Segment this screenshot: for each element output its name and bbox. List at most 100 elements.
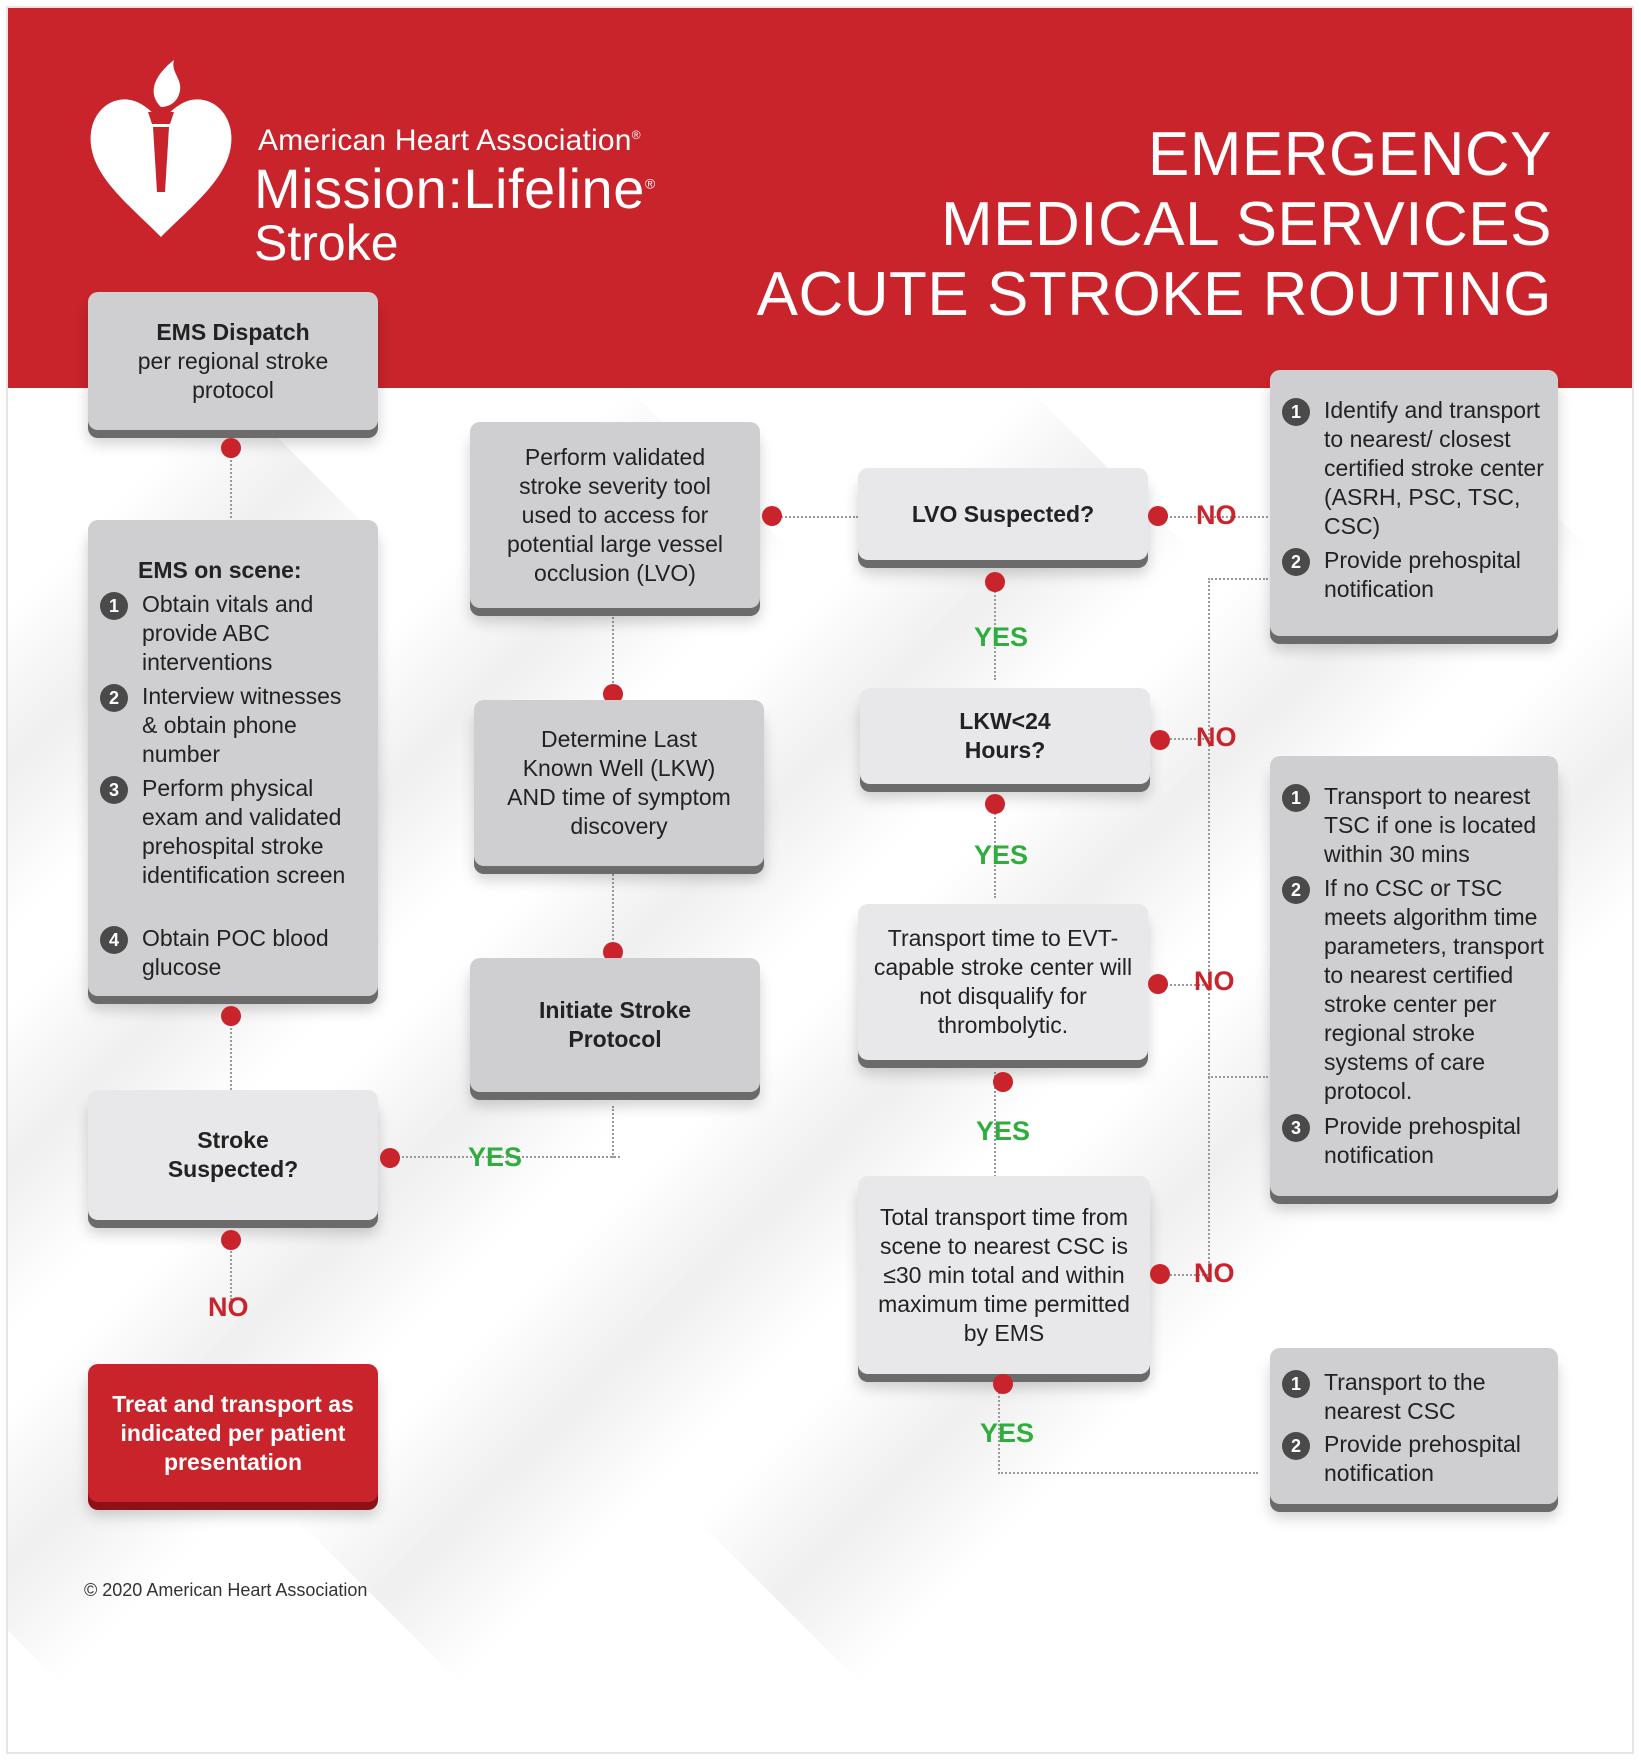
connector-dot — [221, 1230, 241, 1250]
connector — [1158, 984, 1208, 986]
connector — [390, 1156, 620, 1158]
number-badge: 3 — [100, 776, 128, 804]
severity-tool-box: Perform validated stroke severity tool u… — [470, 422, 760, 608]
treat-transport-box: Treat and transport as indicated per pat… — [88, 1364, 378, 1502]
frame: American Heart Association® Mission:Life… — [6, 6, 1634, 1754]
connector — [612, 614, 614, 694]
determine-lkw-text: Determine Last Known Well (LKW) AND time… — [507, 726, 731, 839]
yes-label: YES — [976, 1116, 1031, 1146]
yes-label: YES — [980, 1418, 1035, 1448]
connector — [1208, 578, 1268, 580]
connector-dot — [603, 942, 623, 962]
list-item-text: Obtain POC blood glucose — [142, 925, 329, 980]
stroke-suspected-box: Stroke Suspected? — [88, 1090, 378, 1220]
ems-dispatch-title: EMS Dispatch — [156, 318, 310, 345]
transport-time-box: Transport time to EVT-capable stroke cen… — [858, 904, 1148, 1060]
severity-tool-text: Perform validated stroke severity tool u… — [506, 443, 724, 586]
no-label: NO — [1194, 966, 1235, 996]
connector — [612, 874, 614, 944]
yes-label: YES — [468, 1142, 523, 1172]
heart-torch-logo — [90, 60, 232, 238]
initiate-protocol-box: Initiate Stroke Protocol — [470, 958, 760, 1092]
right-mid-box: 1 Transport to nearest TSC if one is loc… — [1270, 756, 1558, 1196]
connector-dot — [380, 1148, 400, 1168]
connector — [230, 1240, 232, 1300]
total-transport-text: Total transport time from scene to neare… — [878, 1203, 1130, 1346]
org-name: American Heart Association® — [258, 124, 641, 157]
number-badge: 2 — [1282, 548, 1310, 576]
connector-dot — [221, 438, 241, 458]
ems-dispatch-body: per regional stroke protocol — [137, 347, 329, 403]
right-bottom-box: 1 Transport to the nearest CSC 2 Provide… — [1270, 1348, 1558, 1504]
connector — [230, 1020, 232, 1090]
connector-dot — [1148, 506, 1168, 526]
list-item-text: Provide prehospital notification — [1324, 547, 1521, 602]
list-item-text: If no CSC or TSC meets algorithm time pa… — [1324, 875, 1544, 1104]
lkw-24-text: LKW<24 Hours? — [959, 708, 1051, 763]
connector-dot — [1150, 1264, 1170, 1284]
treat-transport-text: Treat and transport as indicated per pat… — [112, 1390, 354, 1475]
connector — [994, 1072, 996, 1180]
ems-dispatch-box: EMS Dispatch per regional stroke protoco… — [88, 292, 378, 430]
connector — [778, 516, 858, 518]
determine-lkw-box: Determine Last Known Well (LKW) AND time… — [474, 700, 764, 866]
number-badge: 4 — [100, 926, 128, 954]
page-title: EMERGENCY MEDICAL SERVICES ACUTE STROKE … — [757, 120, 1552, 330]
number-badge: 1 — [100, 592, 128, 620]
lvo-suspected-text: LVO Suspected? — [911, 500, 1095, 527]
title-line: EMERGENCY — [1147, 120, 1552, 189]
copyright: © 2020 American Heart Association — [84, 1580, 368, 1600]
connector-dot — [1150, 730, 1170, 750]
list-item-text: Transport to the nearest CSC — [1324, 1369, 1486, 1424]
yes-label: YES — [974, 622, 1029, 652]
connector-dot — [993, 1374, 1013, 1394]
connector — [1158, 738, 1208, 740]
connector-dot — [993, 1072, 1013, 1092]
number-badge: 2 — [100, 684, 128, 712]
no-label: NO — [1194, 1258, 1235, 1288]
number-badge: 3 — [1282, 1114, 1310, 1142]
connector-dot — [985, 572, 1005, 592]
connector-dot — [1148, 974, 1168, 994]
list-item-text: Provide prehospital notification — [1324, 1113, 1521, 1168]
connector-dot — [221, 1006, 241, 1026]
lvo-suspected-box: LVO Suspected? — [858, 468, 1148, 560]
connector — [998, 1472, 1258, 1474]
transport-time-text: Transport time to EVT-capable stroke cen… — [873, 925, 1133, 1038]
connector — [612, 1106, 614, 1158]
ems-on-scene-title: EMS on scene: — [138, 557, 302, 583]
title-line: MEDICAL SERVICES — [941, 190, 1552, 259]
list-item-text: Provide prehospital notification — [1324, 1431, 1521, 1486]
connector — [994, 798, 996, 898]
no-label: NO — [1196, 500, 1237, 530]
connector — [1158, 1274, 1208, 1276]
list-item-text: Perform physical exam and validated preh… — [142, 775, 346, 888]
total-transport-box: Total transport time from scene to neare… — [858, 1176, 1150, 1374]
list-item-text: Obtain vitals and provide ABC interventi… — [142, 591, 314, 675]
list-item-text: Interview witnesses & obtain phone numbe… — [142, 683, 342, 767]
number-badge: 2 — [1282, 876, 1310, 904]
yes-label: YES — [974, 840, 1029, 870]
connector-dot — [603, 684, 623, 704]
stroke-suspected-text: Stroke Suspected? — [167, 1127, 299, 1182]
connector — [998, 1384, 1000, 1474]
title-line: ACUTE STROKE ROUTING — [756, 260, 1552, 329]
list-item-text: Identify and transport to nearest/ close… — [1324, 397, 1544, 539]
connector — [1208, 578, 1210, 1278]
connector — [1158, 516, 1268, 518]
list-item-text: Transport to nearest TSC if one is locat… — [1324, 783, 1537, 867]
connector — [994, 580, 996, 680]
number-badge: 2 — [1282, 1432, 1310, 1460]
number-badge: 1 — [1282, 398, 1310, 426]
number-badge: 1 — [1282, 784, 1310, 812]
connector — [1208, 1076, 1268, 1078]
number-badge: 1 — [1282, 1370, 1310, 1398]
right-top-box: 1 Identify and transport to nearest/ clo… — [1270, 370, 1558, 636]
initiate-protocol-text: Initiate Stroke Protocol — [538, 997, 692, 1052]
connector-dot — [985, 794, 1005, 814]
connector — [230, 448, 232, 518]
ems-on-scene-box: EMS on scene: 1 Obtain vitals and provid… — [88, 520, 378, 996]
program-name: Mission:Lifeline® — [254, 157, 656, 220]
lkw-24-box: LKW<24 Hours? — [860, 688, 1150, 784]
